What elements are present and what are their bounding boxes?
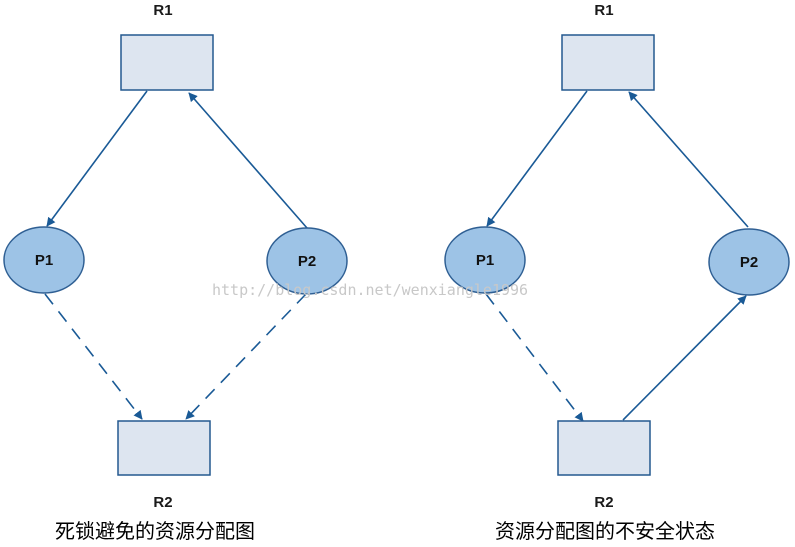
r1-label: R1 [153, 2, 172, 19]
r2-label: R2 [153, 494, 172, 511]
p2-label: P2 [298, 253, 316, 270]
left-diagram: R1 P1 P2 R2 死锁避免的资源分配图 [3, 2, 348, 543]
process-p1 [3, 226, 85, 294]
watermark: http://blog.csdn.net/wenxiangle1996 [212, 281, 528, 299]
r1-label: R1 [594, 2, 613, 19]
resource-r2 [117, 420, 211, 476]
edge-p2-to-r1 [628, 91, 749, 228]
edge-p2-to-r2-claim [185, 293, 307, 420]
resource-r1 [120, 34, 214, 91]
process-p2 [708, 228, 790, 296]
right-diagram: R1 P1 P2 R2 资源分配图的不安全状态 [444, 2, 790, 543]
r2-label: R2 [594, 494, 613, 511]
edge-p2-to-r1 [188, 92, 308, 229]
left-caption: 死锁避免的资源分配图 [55, 519, 255, 543]
p2-label: P2 [740, 254, 758, 271]
edge-r1-to-p1 [46, 90, 148, 227]
process-p2 [266, 227, 348, 295]
resource-r1 [561, 34, 655, 91]
edge-p1-to-r2-claim [44, 293, 143, 420]
p1-label: P1 [476, 252, 494, 269]
p1-label: P1 [35, 252, 53, 269]
right-caption: 资源分配图的不安全状态 [495, 519, 715, 543]
edge-r2-to-p2 [622, 295, 747, 421]
edge-p1-to-r2-claim [485, 293, 584, 422]
process-p1 [444, 226, 526, 294]
resource-r2 [557, 420, 651, 476]
edge-r1-to-p1 [486, 90, 588, 227]
